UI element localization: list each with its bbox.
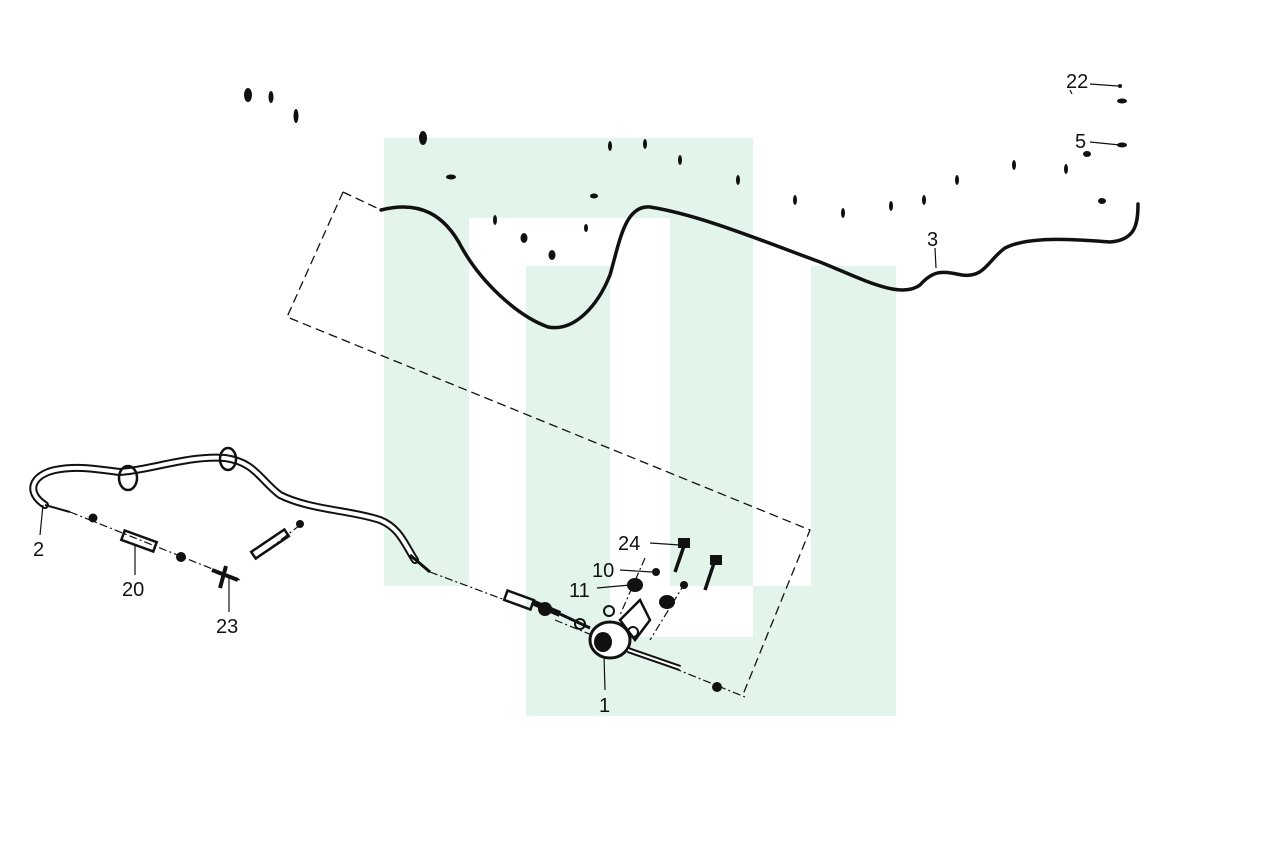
fittings-20-23: [88, 513, 304, 589]
callout-22: 22: [1066, 71, 1088, 93]
callout-3: 3: [927, 229, 938, 251]
callout-10: 10: [592, 560, 614, 582]
callout-labels: 22 5 3 24 10 11 2 20 23 1: [33, 71, 1088, 717]
callout-23: 23: [216, 616, 238, 638]
callout-24: 24: [618, 533, 640, 555]
leader-lines: [39, 83, 1121, 691]
callout-1: 1: [599, 695, 610, 717]
watermark-right-leg: [526, 266, 896, 716]
retaining-clips: [244, 84, 1127, 260]
watermark-logo: [384, 138, 896, 716]
cable-harness-3: [379, 202, 1140, 330]
cable-harness-2: [29, 446, 431, 574]
callout-5: 5: [1075, 131, 1086, 153]
hardware-stack-24-10-11: [627, 538, 722, 609]
callout-11: 11: [569, 580, 590, 602]
callout-2: 2: [33, 539, 44, 561]
actuator-unit-1: [502, 588, 722, 692]
callout-20: 20: [122, 579, 144, 601]
watermark-bottom-bar: [610, 637, 811, 716]
cable-routing-outline: [286, 191, 811, 698]
watermark-outer-block: [384, 138, 753, 586]
